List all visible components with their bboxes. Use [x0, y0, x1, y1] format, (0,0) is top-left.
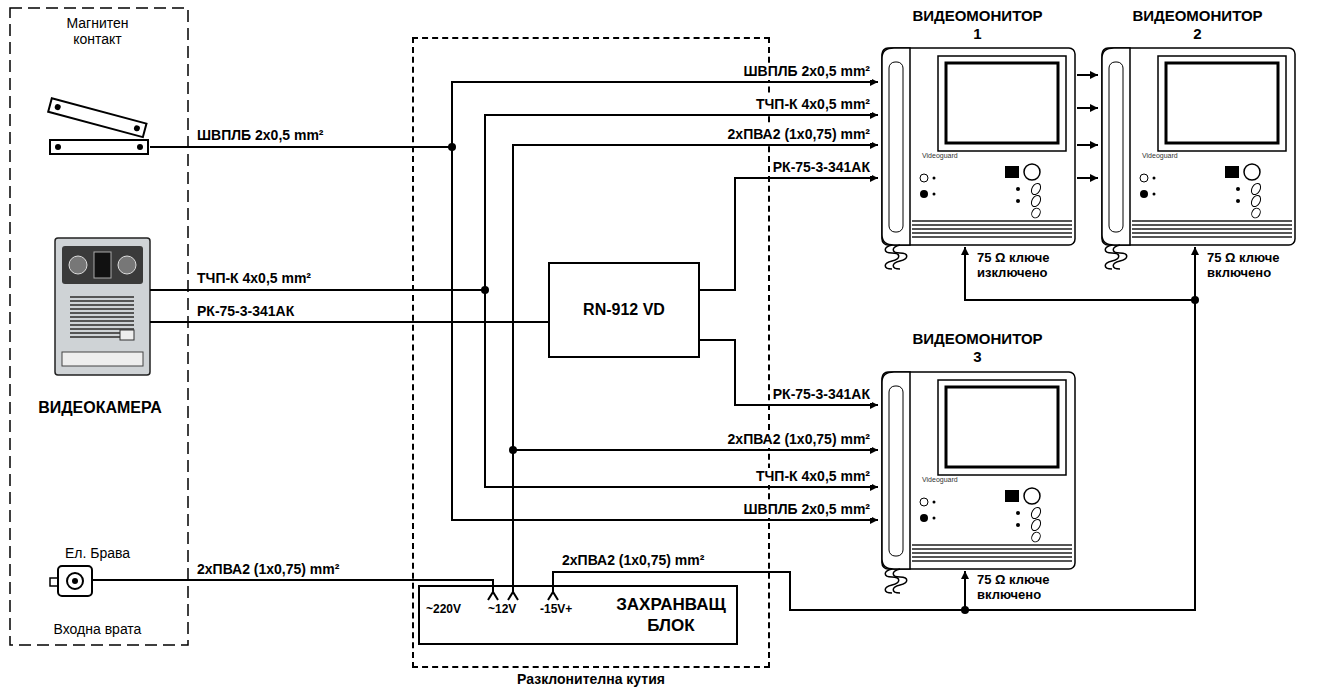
node-label: RN-912 VD — [550, 301, 698, 319]
node-label: Магнитен контакт — [45, 15, 150, 47]
node-label: ~12V — [488, 603, 516, 617]
cable-label: ТЧП-К 4x0,5 mm² — [754, 96, 872, 113]
supply-terminals — [488, 585, 558, 600]
node-label: ЗАХРАНВАЩ БЛОК — [608, 594, 734, 636]
cable — [1077, 107, 1098, 109]
cable-label: ТЧП-К 4x0,5 mm² — [195, 270, 313, 287]
cable — [513, 450, 878, 585]
cable-label: 2xПВА2 (1x0,75) mm² — [195, 561, 341, 578]
cable-label: ШВПЛБ 2x0,5 mm² — [742, 63, 873, 80]
termination-note: 75 Ω ключе изключено — [975, 250, 1079, 280]
junction-dot — [448, 143, 1199, 614]
cable — [170, 115, 878, 290]
zone-outline — [10, 8, 188, 645]
node-label: Разклонителна кутия — [412, 671, 770, 687]
node-label: ВИДЕОМОНИТОР 3 — [912, 330, 1042, 366]
junction-box: Разклонителна кутияRN-912 VD~220V~12V-15… — [412, 37, 770, 668]
distributor-box: RN-912 VD — [548, 262, 700, 358]
cable — [170, 321, 548, 323]
node-label: Входна врата — [40, 621, 155, 637]
sensor-box: Магнитен контакт — [45, 15, 150, 160]
cable-label: РК-75-3-341АК — [771, 159, 872, 176]
node-label: ~220V — [426, 603, 461, 617]
video-monitors — [882, 48, 1295, 593]
door-camera — [55, 238, 171, 375]
camera-box: ВИДЕОКАМЕРА — [30, 232, 170, 417]
node-label: ВИДЕОМОНИТОР 1 — [912, 7, 1042, 43]
termination-note: 75 Ω ключе включено — [1205, 250, 1309, 280]
cable — [553, 571, 965, 610]
electric-lock — [50, 566, 156, 596]
cable — [170, 290, 878, 487]
cable — [700, 340, 878, 405]
node-label: -15V+ — [540, 603, 572, 617]
cable-label: 2xПВА2 (1x0,75) mm² — [560, 552, 706, 569]
cable-label: ТЧП-К 4x0,5 mm² — [754, 468, 872, 485]
termination-note: 75 Ω ключе включено — [975, 572, 1079, 602]
monitor-box: ВИДЕОМОНИТОР 3 — [878, 328, 1077, 571]
cable-label: РК-75-3-341АК — [195, 303, 296, 320]
node-label: ВИДЕОКАМЕРА — [30, 399, 170, 417]
cable — [513, 145, 878, 585]
cable-label: РК-75-3-341АК — [771, 386, 872, 403]
cable-label: ШВПЛБ 2x0,5 mm² — [195, 127, 326, 144]
power-supply-box: ~220V ~12V -15V+ ЗАХРАНВАЩ БЛОК — [418, 585, 738, 645]
magnetic-contact — [48, 98, 148, 154]
cable — [700, 178, 878, 290]
cable-label: 2xПВА2 (1x0,75) mm² — [726, 126, 872, 143]
brand-mark: Videoguard — [1140, 152, 1180, 160]
cable — [1077, 144, 1098, 146]
monitor-box: ВИДЕОМОНИТОР 1 — [878, 5, 1077, 247]
cable — [1077, 74, 1098, 76]
brand-mark: Videoguard — [920, 476, 960, 484]
brand-mark: Videoguard — [920, 152, 960, 160]
cable-label: ШВПЛБ 2x0,5 mm² — [742, 501, 873, 518]
node-label: Ел. Брава — [40, 545, 155, 561]
cable-label: 2xПВА2 (1x0,75) mm² — [726, 431, 872, 448]
monitor-box: ВИДЕОМОНИТОР 2 — [1098, 5, 1297, 247]
cable — [1077, 177, 1098, 179]
lock-box: Ел. БраваВходна врата — [40, 545, 155, 637]
node-label: ВИДЕОМОНИТОР 2 — [1132, 7, 1262, 43]
